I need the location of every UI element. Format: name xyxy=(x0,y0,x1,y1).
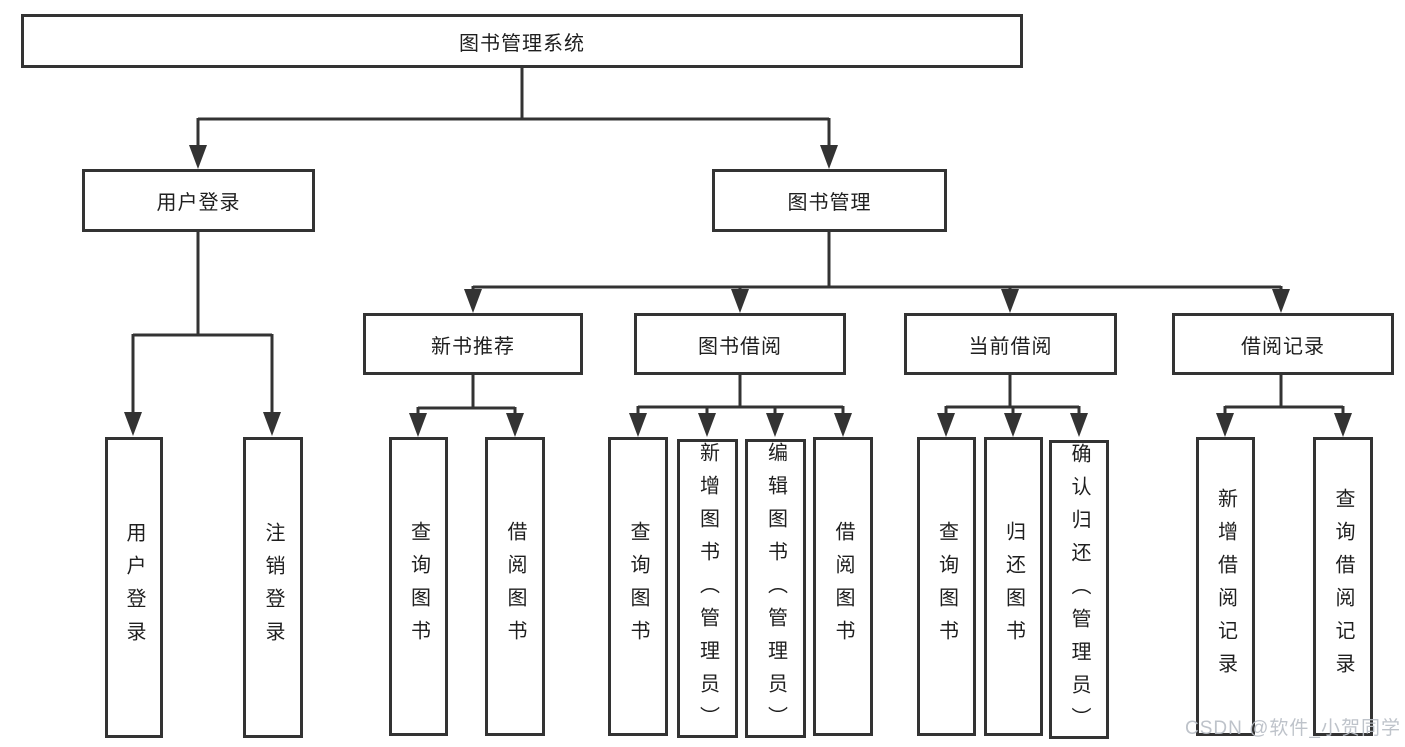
node-label: 查询图书 xyxy=(627,520,649,653)
node-label: 新增借阅记录 xyxy=(1214,487,1237,686)
node-label: 借阅记录 xyxy=(1241,335,1325,358)
node-label: 图书管理 xyxy=(787,192,872,214)
node-label: 查询图书 xyxy=(935,520,958,653)
node-user-login: 用户登录 xyxy=(82,169,315,232)
node-label: 用户登录 xyxy=(123,521,145,654)
node-label: 归还图书 xyxy=(1002,520,1025,653)
node-label: 借阅图书 xyxy=(832,520,854,653)
node-book-borrowing: 图书借阅 xyxy=(634,313,846,375)
node-query-borrow-record: 查询借阅记录 xyxy=(1313,437,1373,736)
node-query-books-2: 查询图书 xyxy=(608,437,668,736)
node-label: 新书推荐 xyxy=(431,335,515,358)
connector-current-borrowing-children xyxy=(937,375,1088,437)
node-label: 当前借阅 xyxy=(968,335,1053,358)
csdn-watermark: CSDN @软件_小贺同学 xyxy=(1185,718,1401,739)
node-label: 图书管理系统 xyxy=(459,32,585,55)
node-label: 用户登录 xyxy=(156,192,241,214)
connector-user-login-children xyxy=(124,232,281,436)
node-library-management-system: 图书管理系统 xyxy=(21,14,1023,68)
node-return-books: 归还图书 xyxy=(984,437,1043,736)
node-label: 图书借阅 xyxy=(698,335,782,358)
node-label: 新增图书（管理员） xyxy=(696,442,719,739)
node-borrow-books-1: 借阅图书 xyxy=(485,437,545,736)
node-logout: 注销登录 xyxy=(243,437,303,738)
node-query-books-3: 查询图书 xyxy=(917,437,976,736)
node-add-borrow-record: 新增借阅记录 xyxy=(1196,437,1255,736)
connector-root-to-level2 xyxy=(189,68,838,169)
connector-book-management-children xyxy=(464,232,1290,313)
node-add-book-admin: 新增图书（管理员） xyxy=(677,439,738,739)
node-borrow-books-2: 借阅图书 xyxy=(813,437,873,736)
connector-book-borrowing-children xyxy=(629,375,852,437)
node-label: 借阅图书 xyxy=(504,520,526,653)
node-confirm-return-admin: 确认归还（管理员） xyxy=(1049,440,1109,740)
node-new-book-recommend: 新书推荐 xyxy=(363,313,583,375)
node-label: 确认归还（管理员） xyxy=(1068,443,1090,740)
connector-borrowing-records-children xyxy=(1216,375,1352,437)
connector-new-book-recommend-children xyxy=(409,375,524,437)
node-book-management: 图书管理 xyxy=(712,169,947,232)
node-edit-book-admin: 编辑图书（管理员） xyxy=(745,439,806,739)
node-borrowing-records: 借阅记录 xyxy=(1172,313,1394,375)
node-label: 注销登录 xyxy=(262,521,284,654)
node-current-borrowing: 当前借阅 xyxy=(904,313,1117,375)
node-label: 编辑图书（管理员） xyxy=(764,442,787,739)
node-label: 查询图书 xyxy=(407,520,430,653)
node-query-books-1: 查询图书 xyxy=(389,437,448,736)
node-label: 查询借阅记录 xyxy=(1332,487,1354,686)
node-user-login-action: 用户登录 xyxy=(105,437,163,738)
